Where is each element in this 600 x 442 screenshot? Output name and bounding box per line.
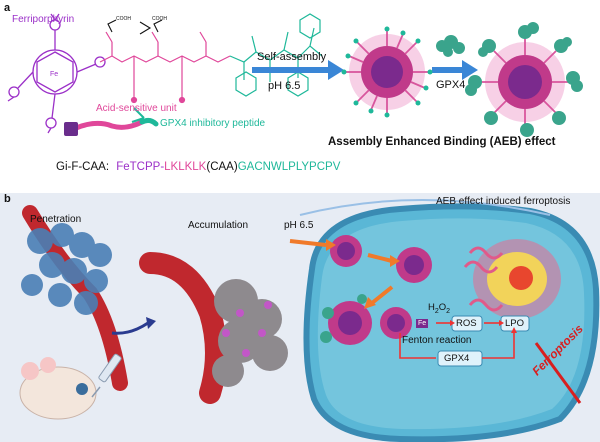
syringe-icon: [91, 353, 122, 398]
penetration-label: Penetration: [30, 214, 82, 225]
ferriporphyrin-label: Ferriporphyrin: [12, 14, 75, 25]
blood-vessel-accumulation-icon: [139, 252, 288, 404]
panel-a-artwork: Fe COOH COOH: [7, 13, 583, 137]
sequence-lklklk: LKLKLK: [164, 161, 207, 173]
self-assembly-arrow-icon: [252, 60, 344, 80]
sequence-close-paren: ): [233, 161, 238, 173]
orange-arrow-2-icon: [367, 253, 393, 263]
gpx4-label-a: GPX4: [436, 79, 466, 91]
svg-text:COOH: COOH: [152, 16, 167, 22]
nanoparticle-b4-icon: [380, 307, 412, 339]
h2o2-sub2: 2: [446, 307, 451, 315]
gpx4-arrow-icon: [432, 60, 478, 80]
accumulation-label: Accumulation: [188, 220, 249, 231]
endoplasmic-reticulum-icon: [463, 246, 504, 312]
fenton-reaction-label: Fenton reaction: [402, 335, 472, 346]
ferriporphyrin-structure-icon: Fe: [7, 13, 106, 134]
aeb-caption: Assembly Enhanced Binding (AEB) effect: [328, 136, 556, 148]
h2o2-sub1: 2: [434, 307, 439, 315]
ferroptosis-arrow-icon: [534, 342, 582, 404]
panel-a: Fe COOH COOH: [0, 0, 600, 193]
orange-arrow-3-icon: [370, 285, 394, 305]
self-assembly-label: Self-assembly: [257, 51, 327, 63]
sequence-prefix: Gi-F-CAA:: [56, 161, 110, 173]
reaction-box-ros: [437, 315, 530, 367]
acid-sensitive-unit-label: Acid-sensitive unit: [96, 103, 177, 114]
h2o2-h: H: [428, 302, 435, 313]
flow-arrow-icon: [111, 321, 149, 335]
acid-groups-icon: COOH COOH: [107, 16, 167, 35]
nanoparticle-b1-icon: [330, 235, 362, 267]
nanoparticle-b2-icon: [396, 247, 432, 283]
lpo-label: LPO: [505, 318, 525, 329]
mouse-icon: [19, 357, 97, 420]
reaction-arrows-icon: [399, 322, 515, 359]
gpx4-label-b: GPX4: [444, 353, 470, 364]
aeb-arc-icon: [299, 199, 551, 216]
sequence-fetcpp: FeTCPP-: [116, 161, 165, 173]
svg-text:Fe: Fe: [50, 71, 58, 78]
orange-arrow-1-icon: [289, 239, 327, 247]
panel-b-label: b: [4, 193, 11, 205]
peptide-label: GPX4 inhibitory peptide: [160, 118, 266, 129]
ph-label-b: pH 6.5: [284, 220, 314, 231]
gpx4-protein-icon: [436, 35, 465, 57]
gi-f-caa-molecule-icon: [64, 107, 159, 136]
sequence-peptide: GACNWLPLYPCPV: [237, 161, 341, 173]
sequence-line: Gi-F-CAA: FeTCPP-LKLKLK(CAA)GACNWLPLYPCP…: [56, 161, 341, 174]
ros-label: ROS: [456, 318, 477, 329]
aeb-ferroptosis-label: AEB effect induced ferroptosis: [436, 196, 571, 207]
nanoparticle-gpx4-bound-icon: [465, 22, 583, 137]
panel-a-label: a: [4, 2, 11, 14]
acid-sensitive-chain-icon: [99, 31, 231, 104]
blood-vessel-penetration-icon: [21, 205, 128, 391]
fe-label: Fe: [416, 319, 429, 328]
sequence-caa: CAA: [210, 161, 234, 173]
nanoparticle-icon: [341, 26, 433, 118]
panel-b-artwork: [19, 199, 600, 442]
ph-label-a: pH 6.5: [268, 80, 301, 92]
h2o2-label: H2O2: [428, 303, 450, 315]
nanoparticle-b3-icon: [320, 294, 372, 345]
h2o2-o: O: [438, 302, 447, 313]
sequence-open-paren: (: [206, 161, 211, 173]
svg-text:COOH: COOH: [116, 16, 131, 22]
panel-b: b Penetration Accumulation pH 6.5 AEB ef…: [0, 193, 600, 442]
